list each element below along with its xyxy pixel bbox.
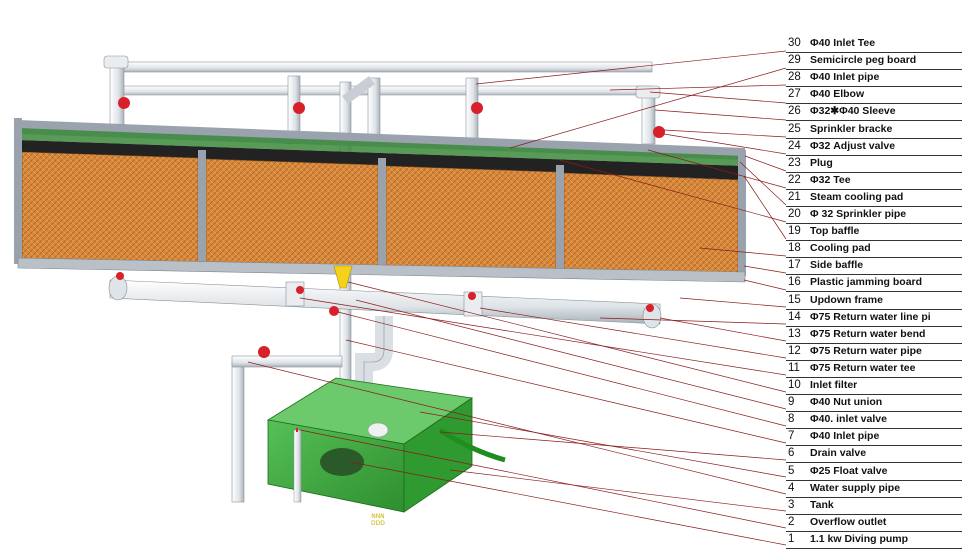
part-number: 9: [788, 396, 795, 409]
part-name: Φ 32 Sprinkler pipe: [810, 208, 907, 220]
part-name: Φ32✱Φ40 Sleeve: [810, 105, 896, 118]
part-label-26: 26 Φ32✱Φ40 Sleeve: [786, 103, 962, 122]
part-number: 20: [788, 208, 801, 220]
part-number: 19: [788, 225, 801, 238]
part-label-16: 16 Plastic jamming board: [786, 274, 962, 293]
part-name: Φ75 Return water line pi: [810, 310, 931, 323]
part-name: Φ40 Inlet pipe: [810, 71, 880, 84]
part-name: Φ32 Adjust valve: [810, 139, 896, 152]
part-name: Plug: [810, 156, 833, 169]
part-label-23: 23 Plug: [786, 155, 962, 173]
part-name: Side baffle: [810, 259, 864, 272]
part-label-10: 10 Inlet filter: [786, 377, 962, 395]
part-number: 27: [788, 88, 801, 101]
inlet-filter: [333, 265, 353, 289]
part-label-25: 25 Sprinkler bracke: [786, 121, 962, 139]
part-label-19: 19 Top baffle: [786, 223, 962, 242]
part-label-15: 15 Updown frame: [786, 292, 962, 310]
part-name: Semicircle peg board: [810, 54, 917, 67]
tank-mark: NNN DDD: [371, 513, 385, 527]
part-name: Plastic jamming board: [810, 276, 923, 289]
part-number: 13: [788, 327, 801, 340]
part-name: Φ40 Inlet pipe: [810, 430, 880, 443]
part-number: 24: [788, 139, 801, 152]
part-number: 14: [788, 310, 801, 323]
part-label-4: 4 Water supply pipe: [786, 480, 962, 498]
part-name: Sprinkler bracke: [810, 122, 893, 135]
part-label-21: 21 Steam cooling pad: [786, 189, 962, 207]
part-name: Water supply pipe: [810, 481, 901, 494]
part-label-5: 5 Φ25 Float valve: [786, 463, 962, 481]
part-label-28: 28 Φ40 Inlet pipe: [786, 69, 962, 88]
part-number: 4: [788, 481, 795, 494]
part-number: 6: [788, 447, 795, 460]
tank: [266, 377, 506, 513]
part-label-29: 29 Semicircle peg board: [786, 52, 962, 71]
part-number: 26: [788, 105, 801, 118]
part-number: 2: [788, 515, 795, 528]
leader-lines: [247, 50, 787, 546]
part-label-11: 11 Φ75 Return water tee: [786, 360, 962, 378]
part-number: 23: [788, 156, 801, 169]
part-label-22: 22 Φ32 Tee: [786, 172, 962, 190]
part-name: Φ32 Tee: [810, 173, 851, 186]
part-number: 30: [788, 37, 801, 49]
part-name: Steam cooling pad: [810, 190, 904, 203]
part-number: 22: [788, 173, 801, 186]
part-label-27: 27 Φ40 Elbow: [786, 86, 962, 105]
part-label-13: 13 Φ75 Return water bend: [786, 326, 962, 344]
part-name: Φ40 Inlet Tee: [810, 37, 876, 49]
part-number: 25: [788, 122, 801, 135]
part-number: 11: [788, 361, 800, 374]
part-number: 10: [788, 379, 801, 391]
part-name: Overflow outlet: [810, 515, 887, 528]
part-label-2: 2 Overflow outlet: [786, 514, 962, 532]
part-name: Φ75 Return water bend: [810, 327, 926, 340]
updown-frame: [17, 257, 746, 283]
part-label-17: 17 Side baffle: [786, 257, 962, 276]
part-label-30: 30 Φ40 Inlet Tee: [786, 35, 962, 53]
part-number: 17: [788, 259, 801, 272]
return-water-pipe: [108, 272, 662, 420]
part-number: 3: [788, 498, 795, 511]
part-name: Tank: [810, 498, 834, 511]
part-label-1: 1 1.1 kw Diving pump: [786, 531, 962, 549]
part-label-7: 7 Φ40 Inlet pipe: [786, 428, 962, 447]
part-number: 15: [788, 293, 801, 306]
part-label-14: 14 Φ75 Return water line pi: [786, 309, 962, 327]
part-name: Φ75 Return water tee: [810, 361, 916, 374]
part-name: Cooling pad: [810, 242, 871, 255]
cooling-pads: [14, 118, 746, 276]
part-number: 1: [788, 532, 795, 545]
water-supply-pipe: [231, 346, 343, 503]
part-name: Φ25 Float valve: [810, 464, 888, 477]
part-number: 18: [788, 242, 801, 255]
part-label-3: 3 Tank: [786, 497, 962, 515]
part-name: Φ75 Return water pipe: [810, 344, 922, 357]
part-number: 28: [788, 71, 801, 84]
part-label-12: 12 Φ75 Return water pipe: [786, 343, 962, 361]
part-number: 8: [788, 413, 795, 426]
part-name: 1.1 kw Diving pump: [810, 532, 909, 545]
part-label-24: 24 Φ32 Adjust valve: [786, 138, 962, 156]
part-label-20: 20 Φ 32 Sprinkler pipe: [786, 206, 962, 224]
part-number: 12: [788, 344, 801, 357]
part-number: 5: [788, 464, 795, 477]
part-name: Updown frame: [810, 293, 883, 306]
part-name: Top baffle: [810, 225, 860, 238]
part-label-18: 18 Cooling pad: [786, 240, 962, 259]
part-label-6: 6 Drain valve: [786, 445, 962, 464]
part-number: 7: [788, 430, 795, 443]
part-name: Φ40 Elbow: [810, 88, 865, 101]
part-number: 21: [788, 190, 801, 203]
part-label-9: 9 Φ40 Nut union: [786, 394, 962, 413]
part-number: 29: [788, 54, 801, 67]
part-name: Φ40 Nut union: [810, 396, 883, 409]
part-number: 16: [788, 276, 801, 289]
part-name: Φ40. inlet valve: [810, 413, 887, 426]
part-name: Inlet filter: [810, 379, 858, 391]
part-name: Drain valve: [810, 447, 867, 460]
part-label-8: 8 Φ40. inlet valve: [786, 411, 962, 430]
